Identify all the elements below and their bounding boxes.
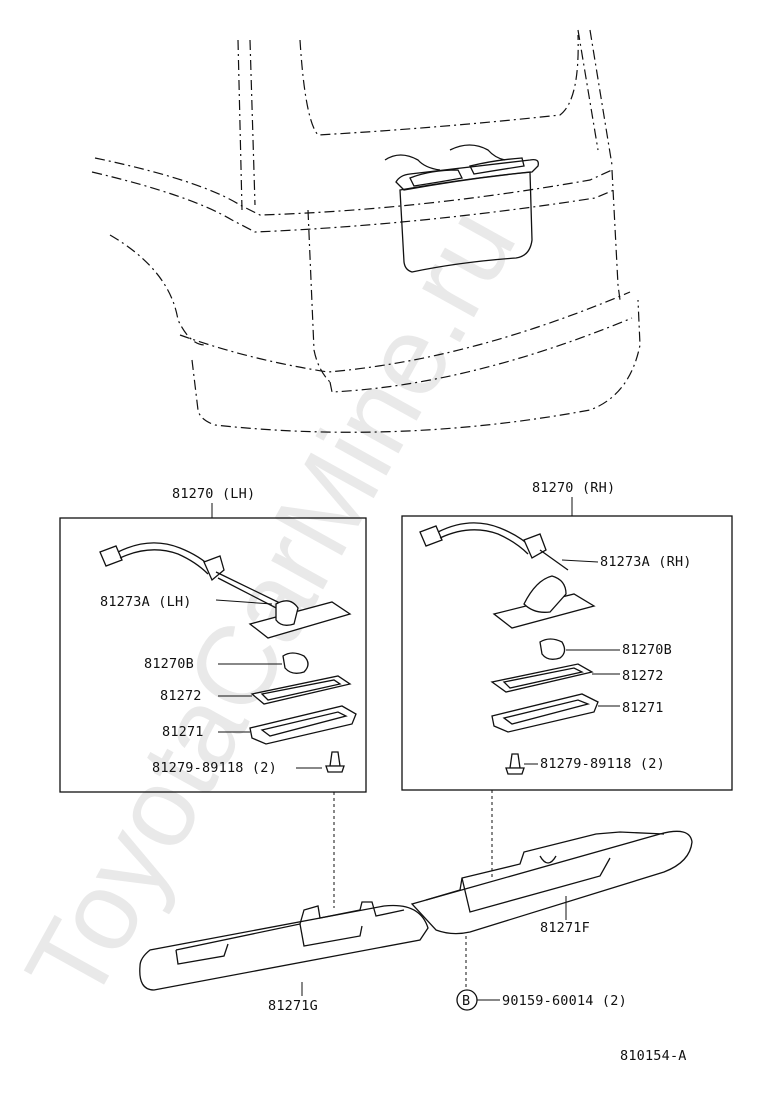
lens-rh: [491, 693, 599, 733]
label-socket-rh: 81273A (RH): [600, 554, 692, 570]
gasket-lh: [250, 675, 352, 705]
housing-lh: [139, 901, 429, 991]
bulb-rh: [539, 638, 566, 660]
label-socket-lh: 81273A (LH): [100, 594, 192, 610]
label-gasket-rh: 81272: [622, 668, 664, 684]
lamp-installed-lh: [384, 154, 463, 187]
label-clip-marker: B: [462, 993, 470, 1009]
label-bulb-lh: 81270B: [144, 656, 194, 672]
screw-rh: [505, 753, 525, 775]
lens-lh: [249, 705, 357, 745]
label-clip: 90159-60014 (2): [502, 993, 627, 1009]
label-housing-lh: 81271G: [268, 998, 318, 1014]
label-bulb-rh: 81270B: [622, 642, 672, 658]
housing-rh: [410, 830, 693, 935]
label-lens-lh: 81271: [162, 724, 204, 740]
label-screw-lh: 81279-89118 (2): [152, 760, 277, 776]
label-screw-rh: 81279-89118 (2): [540, 756, 665, 772]
assembly-box-lh: [59, 517, 367, 793]
label-assy-lh: 81270 (LH): [172, 486, 255, 502]
socket-wire-lh: [99, 542, 352, 639]
label-gasket-lh: 81272: [160, 688, 202, 704]
figure-code: 810154-A: [620, 1048, 687, 1064]
label-assy-rh: 81270 (RH): [532, 480, 615, 496]
socket-wire-rh: [419, 522, 596, 629]
gasket-rh: [490, 663, 594, 693]
bulb-lh: [282, 652, 309, 674]
lamp-installed-rh: [449, 144, 525, 175]
vehicle-rear-outline: [91, 29, 641, 433]
label-lens-rh: 81271: [622, 700, 664, 716]
label-housing-rh: 81271F: [540, 920, 590, 936]
assembly-box-rh: [401, 515, 733, 791]
screw-lh: [325, 751, 345, 773]
